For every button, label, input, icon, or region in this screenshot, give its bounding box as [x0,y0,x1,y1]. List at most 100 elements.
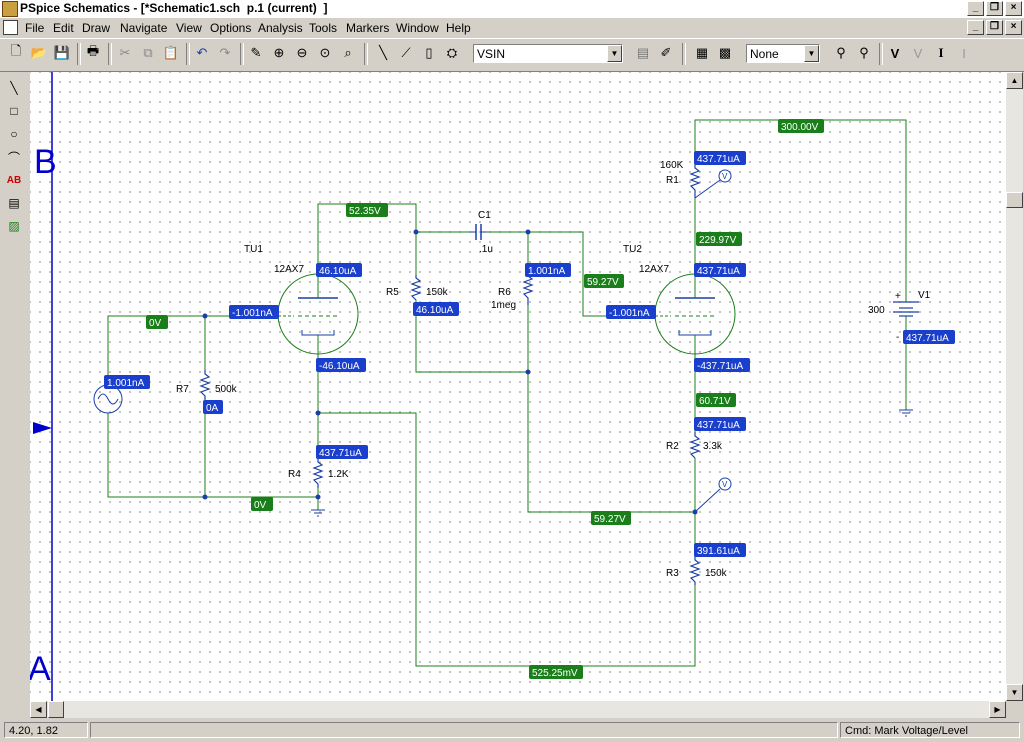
doc-minimize-icon[interactable]: _ [967,20,984,35]
current-label: 437.71uA [906,333,949,344]
scroll-right-icon[interactable]: ▶ [989,701,1006,718]
zoom-in-icon[interactable]: ⊕ [273,45,285,60]
draw-line-icon[interactable]: ╲ [10,81,18,95]
menu-navigate[interactable]: Navigate [120,21,168,35]
voltage-label: 60.71V [699,396,731,407]
c1-name: C1 [478,210,491,221]
voltage-label: 525.25mV [532,668,578,679]
menu-markers[interactable]: Markers [346,21,390,35]
show-voltage-icon[interactable]: V [913,45,923,61]
r5-symbol [410,275,422,301]
draw-wire-icon[interactable]: ╲ [379,45,387,60]
menu-help[interactable]: Help [446,21,471,35]
close-icon[interactable]: × [1005,1,1022,16]
chevron-down-icon[interactable]: ▼ [804,45,819,62]
draw-tool-palette: ╲ □ ○ ⌒ AB ▤ ▨ [0,72,28,722]
horizontal-scrollbar[interactable]: ◀ ▶ [30,701,1006,718]
current-label: -1.001nA [232,308,273,319]
chevron-down-icon[interactable]: ▼ [607,45,622,62]
vertical-scrollbar[interactable]: ▲ ▼ [1006,72,1023,701]
probe-label: V [722,172,728,181]
insert-picture-icon[interactable]: ▨ [8,219,20,233]
horizontal-scroll-thumb[interactable] [48,701,64,718]
schematic-canvas[interactable]: B A [30,72,1006,701]
part-name-value: VSIN [477,47,506,61]
minimize-icon[interactable]: _ [967,1,984,16]
redo-icon[interactable]: ↷ [219,45,231,60]
simulate-icon[interactable]: ▩ [718,45,732,60]
voltage-labels: 300.00V 52.35V 229.97V 59.27V 0V 60.71V … [146,119,824,679]
setup-analysis-icon[interactable]: ▦ [695,45,709,60]
draw-text-icon[interactable]: AB [6,174,22,186]
menu-draw[interactable]: Draw [82,21,111,35]
restore-icon[interactable]: ❐ [986,1,1003,16]
menu-tools[interactable]: Tools [309,21,338,35]
text-box-icon[interactable]: ▤ [8,196,20,210]
vertical-scroll-thumb[interactable] [1006,192,1023,208]
v1-name: V1 [918,290,931,301]
voltage-label: 0V [149,318,162,329]
menu-bar: File Edit Draw Navigate View Options Ana… [0,18,1024,37]
open-folder-icon[interactable]: 📂 [30,45,48,60]
draw-bus-icon[interactable]: ⟋ [401,45,411,60]
doc-restore-icon[interactable]: ❐ [986,20,1003,35]
v1-battery-symbol [893,301,919,317]
enable-voltage-display-icon[interactable]: V [890,45,900,61]
menu-options[interactable]: Options [210,21,252,35]
status-bar: 4.20, 1.82 Cmd: Mark Voltage/Level [0,720,1024,742]
document-icon[interactable] [3,20,18,35]
r5-value: 150k [426,287,449,298]
zoom-area-icon[interactable]: ⊙ [319,45,331,60]
menu-view[interactable]: View [176,21,202,35]
doc-close-icon[interactable]: × [1005,20,1022,35]
zoom-fit-icon[interactable]: ⌕ [344,45,352,60]
status-message [90,722,838,738]
zoom-out-icon[interactable]: ⊖ [296,45,308,60]
get-part-icon[interactable]: ⛭ [446,45,458,60]
r1-symbol [689,165,701,198]
menu-window[interactable]: Window [396,21,439,35]
r3-name: R3 [666,568,679,579]
copy-icon[interactable]: ⧉ [143,45,153,60]
r5-name: R5 [386,287,399,298]
draw-block-icon[interactable]: ▯ [425,45,433,60]
draw-box-icon[interactable]: □ [10,104,18,118]
tu1-symbol [277,273,359,355]
r2-value: 3.3k [703,441,723,452]
draw-circle-icon[interactable]: ○ [10,127,18,141]
title-bar: PSpice Schematics - [*Schematic1.sch p.1… [0,0,1024,18]
edit-symbol-icon[interactable]: ✐ [660,45,672,60]
r7-symbol [199,370,211,403]
find-next-icon[interactable]: ⚲ [859,45,869,60]
print-icon[interactable]: 🖶 [86,43,100,58]
r4-value: 1.2K [328,469,349,480]
border-label-a: A [30,650,51,688]
current-label: 1.001nA [528,266,566,277]
cut-icon[interactable]: ✂ [119,45,131,60]
voltage-label: 300.00V [781,122,819,133]
app-icon[interactable] [2,1,18,17]
save-icon[interactable]: 💾 [53,45,71,60]
undo-icon[interactable]: ↶ [196,45,208,60]
menu-file[interactable]: File [25,21,45,35]
find-icon[interactable]: ⚲ [836,45,846,60]
new-file-icon[interactable]: 🗋 [10,43,22,58]
enable-current-display-icon[interactable]: I [938,45,944,60]
marker-color-combo[interactable]: None ▼ [746,44,820,63]
r4-symbol [312,458,324,488]
paste-icon[interactable]: 📋 [162,45,180,60]
voltage-label: 52.35V [349,206,381,217]
current-label: 437.71uA [319,448,362,459]
scroll-left-icon[interactable]: ◀ [30,701,47,718]
scroll-up-icon[interactable]: ▲ [1006,72,1023,89]
border-label-b: B [34,143,57,181]
scroll-down-icon[interactable]: ▼ [1006,684,1023,701]
redraw-icon[interactable]: ✎ [250,45,262,60]
v1-minus: - [896,332,899,343]
show-current-icon[interactable]: I [962,45,966,61]
edit-attributes-icon[interactable]: ▤ [636,45,650,60]
menu-analysis[interactable]: Analysis [258,21,303,35]
menu-edit[interactable]: Edit [53,21,74,35]
draw-polyline-icon[interactable]: ⌒ [7,150,20,165]
part-name-combo[interactable]: VSIN ▼ [473,44,623,63]
